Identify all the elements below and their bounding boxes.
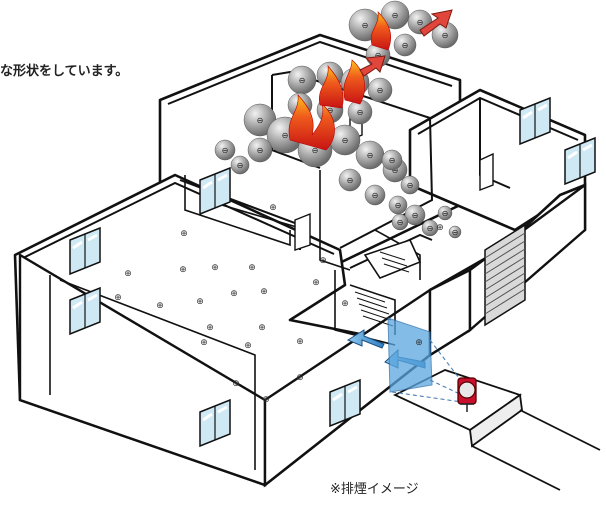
air-particle-mark: ⊕ xyxy=(244,341,252,351)
smoke-charge-mark: ⊖ xyxy=(395,201,402,210)
air-particle-mark: ⊕ xyxy=(206,323,214,333)
caption-text: な形状をしています。 xyxy=(0,64,129,79)
air-particle-mark: ⊕ xyxy=(211,263,219,273)
smoke-particle-icon xyxy=(391,213,409,231)
smoke-charge-mark: ⊖ xyxy=(299,76,306,85)
air-particle-mark: ⊕ xyxy=(269,203,277,213)
smoke-charge-mark: ⊖ xyxy=(362,21,369,30)
airflow-cone xyxy=(387,317,463,403)
smoke-particle-icon xyxy=(338,168,362,192)
smoke-particle-icon xyxy=(381,149,403,171)
air-particle-mark: ⊕ xyxy=(436,223,444,233)
air-particle-mark: ⊕ xyxy=(196,297,204,307)
smoke-charge-mark: ⊖ xyxy=(347,176,354,185)
air-particle-mark: ⊕ xyxy=(200,338,208,348)
smoke-charge-mark: ⊖ xyxy=(357,108,364,117)
air-particle-mark: ⊕ xyxy=(319,256,327,266)
smoke-charge-mark: ⊖ xyxy=(392,166,399,175)
fire-icon xyxy=(288,11,391,151)
smoke-particle-icon xyxy=(247,137,273,163)
smoke-particle-icon xyxy=(393,33,417,57)
air-particle-mark: ⊕ xyxy=(312,278,320,288)
smoke-particle-icon xyxy=(421,219,439,237)
smoke-charge-mark: ⊖ xyxy=(442,31,449,40)
smoke-charge-mark: ⊖ xyxy=(342,136,349,145)
smoke-charge-mark: ⊖ xyxy=(377,86,384,95)
smoke-charge-mark: ⊖ xyxy=(442,209,449,218)
smoke-charge-mark: ⊖ xyxy=(327,106,334,115)
smoke-particle-icon xyxy=(400,175,420,195)
air-particle-mark: ⊕ xyxy=(341,299,349,309)
air-particle-mark: ⊕ xyxy=(260,287,268,297)
smoke-charge-mark: ⊖ xyxy=(257,116,264,125)
air-particle-mark: ⊕ xyxy=(415,338,423,348)
smoke-charge-mark: ⊖ xyxy=(427,224,434,233)
smoke-charge-mark: ⊖ xyxy=(407,181,414,190)
shutter-icon xyxy=(484,223,526,327)
smoke-particle-icon xyxy=(364,184,386,206)
air-particle-mark: ⊕ xyxy=(232,379,240,389)
smoke-particle-icon xyxy=(367,77,393,103)
smoke-particle-icon xyxy=(230,155,250,175)
air-particle-mark: ⊕ xyxy=(296,337,304,347)
air-particle-mark: ⊕ xyxy=(124,269,132,279)
smoke-particle-icon xyxy=(437,205,453,221)
smoke-charge-mark: ⊖ xyxy=(452,228,459,237)
smoke-charge-mark: ⊖ xyxy=(367,151,374,160)
air-particle-mark: ⊕ xyxy=(230,289,238,299)
air-particle-mark: ⊕ xyxy=(262,395,270,405)
smoke-particle-icon xyxy=(214,139,236,161)
smoke-charge-mark: ⊖ xyxy=(397,218,404,227)
smoke-particle-icon xyxy=(404,204,426,226)
smoke-charge-mark: ⊖ xyxy=(392,11,399,20)
image-note: ※排煙イメージ xyxy=(330,482,419,497)
exterior-path xyxy=(392,369,601,491)
air-particle-mark: ⊕ xyxy=(248,263,256,273)
smoke-charge-mark: ⊖ xyxy=(412,211,419,220)
smoke-charge-mark: ⊖ xyxy=(417,18,424,27)
smoke-charge-mark: ⊖ xyxy=(375,51,382,60)
air-particle-mark: ⊕ xyxy=(258,323,266,333)
smoke-charge-mark: ⊖ xyxy=(402,41,409,50)
particle-dots: ⊕ ⊕ ⊕ ⊕ ⊕ ⊕ ⊕ ⊕ ⊕ ⊕ ⊕ ⊕ ⊕ ⊕ ⊕ ⊕ ⊕ ⊕ ⊕ ⊕ ⊕ ⊕ ⊕ ⊕ xyxy=(114,203,444,405)
air-particle-mark: ⊕ xyxy=(180,229,188,239)
smoke-particle-icon xyxy=(448,225,462,239)
air-particle-mark: ⊕ xyxy=(156,301,164,311)
smoke-charge-mark: ⊖ xyxy=(237,161,244,170)
smoke-charge-mark: ⊖ xyxy=(372,191,379,200)
air-particle-mark: ⊕ xyxy=(114,293,122,303)
smoke-charge-mark: ⊖ xyxy=(389,156,396,165)
smoke-charge-mark: ⊖ xyxy=(312,146,319,155)
smoke-charge-mark: ⊖ xyxy=(282,131,289,140)
air-particle-mark: ⊕ xyxy=(296,373,304,383)
air-particle-mark: ⊕ xyxy=(179,265,187,275)
smoke-charge-mark: ⊖ xyxy=(222,146,229,155)
ventilation-fan-icon xyxy=(457,377,477,412)
staircase xyxy=(354,251,410,327)
smoke-charge-mark: ⊖ xyxy=(257,146,264,155)
